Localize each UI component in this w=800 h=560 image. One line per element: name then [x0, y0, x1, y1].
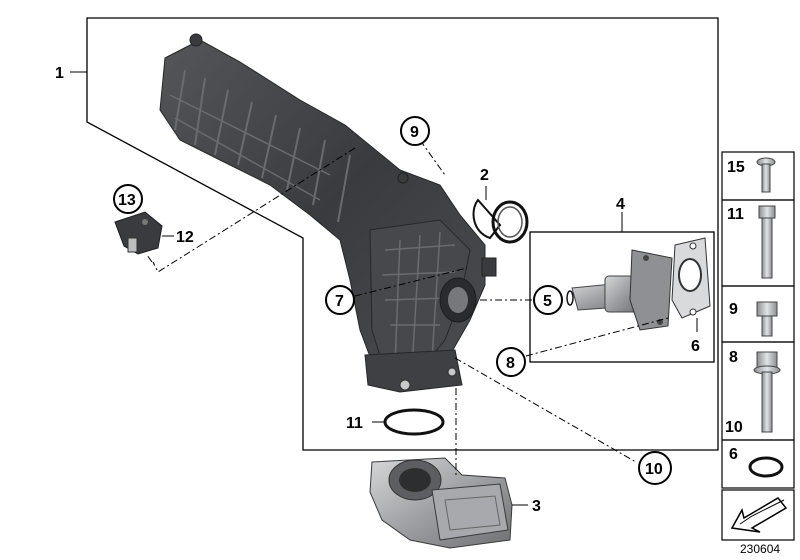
callout-6: 6: [691, 338, 700, 355]
ref-line-1: [152, 147, 356, 273]
callout-circle-9: [400, 116, 430, 146]
hardware-panel: 15 11 9 8 10 6: [721, 151, 795, 541]
diagram-id: 230604: [740, 542, 780, 556]
ring-6: [748, 456, 784, 478]
intake-manifold: [159, 33, 497, 393]
panel-label-10: 10: [725, 419, 743, 436]
ref-line-8: [525, 317, 669, 357]
callout-7: 7: [335, 293, 344, 310]
panel-label-9: 9: [729, 301, 738, 318]
callout-11: 11: [346, 415, 363, 432]
ref-line-sensor: [146, 254, 153, 263]
panel-label-15: 15: [727, 159, 745, 176]
ref-line-7: [354, 267, 468, 297]
sensor-13: [114, 211, 163, 255]
callout-12: 12: [176, 229, 194, 246]
panel-label-11: 11: [727, 206, 744, 223]
panel-label-6: 6: [729, 446, 738, 463]
callout-circle-5: [533, 285, 563, 315]
callout-circle-13: [113, 184, 143, 214]
ref-line-9: [419, 139, 446, 176]
callout-9: 9: [410, 124, 419, 141]
assembly-frame: [86, 17, 719, 451]
callout-circle-10: [638, 451, 672, 485]
bolt-8-10: [753, 351, 781, 433]
direction-arrow-icon: [730, 497, 788, 533]
throttle-body: [369, 457, 513, 549]
egr-valve: [566, 249, 673, 331]
gasket-plate-6: [671, 237, 711, 319]
screw-15: [756, 157, 776, 193]
callout-1: 1: [55, 65, 64, 82]
ref-line-10: [454, 357, 637, 463]
callout-circle-7: [325, 285, 355, 315]
panel-label-8: 8: [729, 349, 738, 366]
callout-3: 3: [532, 498, 541, 515]
callout-circle-8: [496, 347, 526, 377]
o-ring-11: [383, 408, 445, 436]
gasket-ring-2: [472, 198, 529, 244]
callout-4: 4: [616, 196, 625, 213]
callout-10: 10: [645, 461, 663, 478]
callout-13: 13: [118, 192, 136, 209]
bolt-9: [756, 301, 778, 337]
callout-2: 2: [480, 167, 489, 184]
callout-8: 8: [506, 355, 515, 372]
callout-5: 5: [543, 293, 552, 310]
bolt-11: [758, 205, 776, 279]
